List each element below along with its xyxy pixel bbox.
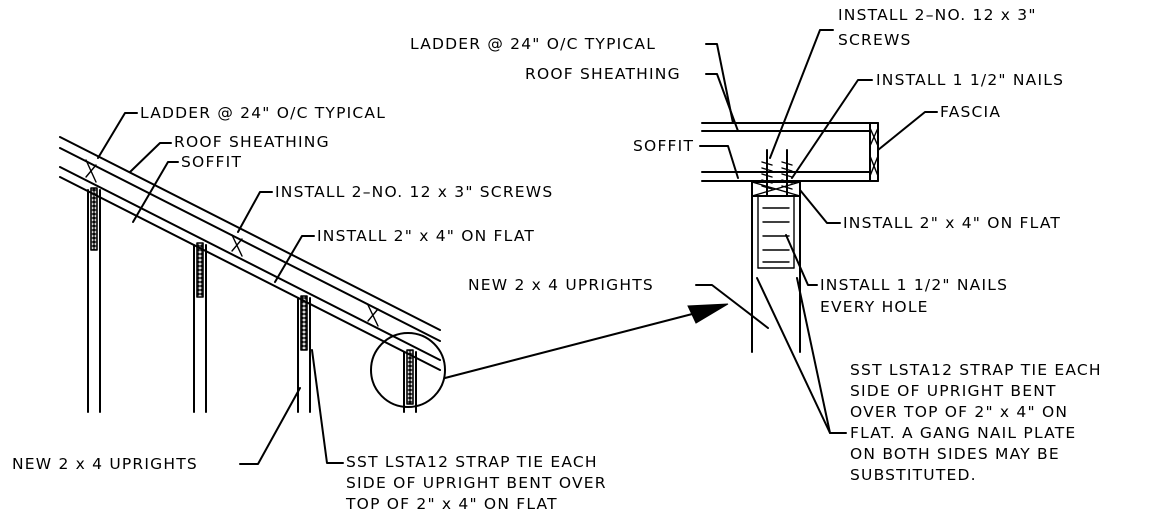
label-strap-line-2: SIDE OF UPRIGHT BENT OVER [346, 474, 607, 492]
leader-flat [274, 235, 315, 283]
right-roof-lines [701, 122, 879, 182]
label-right-strap-line-1: SST LSTA12 STRAP TIE EACH [850, 361, 1102, 379]
leader-right-flat [799, 189, 841, 224]
leader-strap [311, 349, 344, 464]
label-fascia: FASCIA [940, 103, 1001, 121]
label-right-strap-line-4: FLAT. A GANG NAIL PLATE [850, 424, 1076, 442]
label-right-screws-line-2: SCREWS [838, 31, 912, 49]
label-right-nails-every-line-2: EVERY HOLE [820, 298, 929, 316]
label-right-ladder: LADDER @ 24" O/C TYPICAL [410, 35, 656, 53]
label-uprights: NEW 2 x 4 UPRIGHTS [12, 455, 198, 473]
label-right-nails-top: INSTALL 1 1/2" NAILS [876, 71, 1064, 89]
strap-tie-hatch [90, 187, 98, 251]
label-screws: INSTALL 2–NO. 12 x 3" SCREWS [275, 183, 553, 201]
fascia-board [869, 122, 879, 182]
label-ladder: LADDER @ 24" O/C TYPICAL [140, 104, 386, 122]
label-soffit: SOFFIT [181, 153, 242, 171]
leader-right-screws [769, 29, 834, 159]
label-right-strap-line-5: ON BOTH SIDES MAY BE [850, 445, 1060, 463]
label-right-roof-sheathing: ROOF SHEATHING [525, 65, 681, 83]
strap-tie-hatch [406, 349, 414, 405]
label-strap-line-3: TOP OF 2" x 4" ON FLAT [345, 495, 558, 512]
label-flat: INSTALL 2" x 4" ON FLAT [317, 227, 535, 245]
strap-tie-hatch [300, 295, 308, 351]
left-uprights [87, 187, 417, 413]
left-roof-lines [59, 136, 441, 371]
label-right-nails-every-line-1: INSTALL 1 1/2" NAILS [820, 276, 1008, 294]
detail-callout-circle [370, 332, 446, 408]
label-strap-line-1: SST LSTA12 STRAP TIE EACH [346, 453, 598, 471]
leader-soffit [132, 161, 179, 223]
left-ladder-blocks [85, 159, 379, 327]
leader-roof-sheathing [129, 142, 172, 173]
label-right-strap-line-3: OVER TOP OF 2" x 4" ON [850, 403, 1068, 421]
leader-right-nails-top [791, 79, 873, 179]
right-upright [751, 195, 801, 353]
strap-tie-hatch [196, 242, 204, 298]
label-right-soffit: SOFFIT [633, 137, 694, 155]
leader-right-nails-every [785, 234, 818, 286]
label-right-strap-line-6: SUBSTITUTED. [850, 466, 977, 484]
leader-uprights [239, 387, 301, 465]
flat-2x4-block [751, 181, 801, 197]
right-detail: INSTALL 2–NO. 12 x 3" SCREWS LADDER @ 24… [410, 6, 1102, 484]
label-right-strap-line-2: SIDE OF UPRIGHT BENT [850, 382, 1057, 400]
label-right-flat: INSTALL 2" x 4" ON FLAT [843, 214, 1061, 232]
detail-pointer-arrowhead [687, 303, 729, 324]
left-detail: LADDER @ 24" O/C TYPICAL ROOF SHEATHING … [12, 104, 729, 512]
label-right-uprights: NEW 2 x 4 UPRIGHTS [468, 276, 654, 294]
label-right-screws-line-1: INSTALL 2–NO. 12 x 3" [838, 6, 1037, 24]
leader-ladder [97, 112, 138, 159]
leader-fascia [877, 111, 938, 151]
leader-right-soffit [699, 145, 739, 179]
leader-right-strap-2 [796, 277, 831, 434]
leader-screws [237, 191, 273, 233]
screws-pair [761, 149, 793, 197]
leader-right-uprights [695, 284, 769, 329]
leader-right-ladder [705, 43, 734, 124]
detail-pointer-line [444, 311, 701, 379]
label-roof-sheathing: ROOF SHEATHING [174, 133, 330, 151]
leader-right-roof-sheathing [705, 73, 739, 132]
